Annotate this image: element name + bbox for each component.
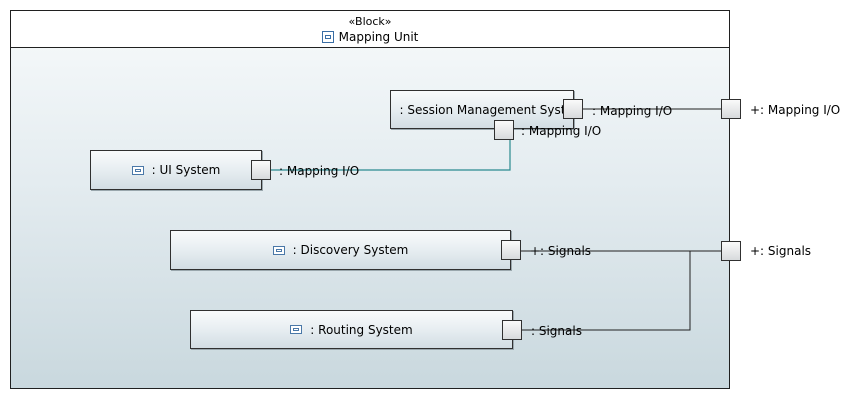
port-session-mapping-right[interactable]	[563, 99, 583, 119]
port-routing-signals[interactable]	[502, 320, 522, 340]
port-session-mapping-bottom[interactable]	[494, 120, 514, 140]
port-boundary-signals[interactable]	[721, 241, 741, 261]
connector-routing-junction	[522, 251, 691, 331]
port-label-routing: : Signals	[531, 324, 582, 338]
part-routing-system[interactable]: : Routing System	[190, 310, 513, 349]
block-title: Mapping Unit	[338, 30, 419, 44]
part-session-management-system[interactable]: : Session Management System	[390, 90, 574, 129]
port-discovery-signals[interactable]	[501, 240, 521, 260]
part-discovery-system[interactable]: : Discovery System	[170, 230, 511, 270]
block-stereotype: «Block»	[348, 15, 392, 28]
port-label-ui: : Mapping I/O	[279, 164, 360, 178]
port-label-session-right: : Mapping I/O	[592, 104, 673, 118]
part-label-routing: : Routing System	[310, 322, 413, 337]
part-icon	[272, 245, 285, 255]
port-label-boundary-signals: +: Signals	[750, 244, 812, 258]
part-icon	[290, 325, 303, 334]
block-title-row: Mapping Unit	[11, 30, 729, 44]
part-icon	[131, 165, 144, 175]
port-label-discovery: +: Signals	[530, 244, 592, 258]
part-label-ui: : UI System	[151, 163, 221, 177]
part-label-session: : Session Management System	[399, 102, 574, 117]
port-label-boundary-mapping: +: Mapping I/O	[750, 103, 841, 117]
port-label-session-bottom: : Mapping I/O	[521, 124, 602, 138]
port-boundary-mapping[interactable]	[721, 99, 741, 119]
port-ui-mapping[interactable]	[251, 160, 271, 180]
connector-ui-session	[271, 140, 511, 171]
block-icon	[321, 31, 334, 43]
part-icon	[391, 105, 392, 114]
block-header: «Block» Mapping Unit	[11, 11, 729, 48]
part-label-discovery: : Discovery System	[292, 243, 409, 257]
part-ui-system[interactable]: : UI System	[90, 150, 262, 190]
